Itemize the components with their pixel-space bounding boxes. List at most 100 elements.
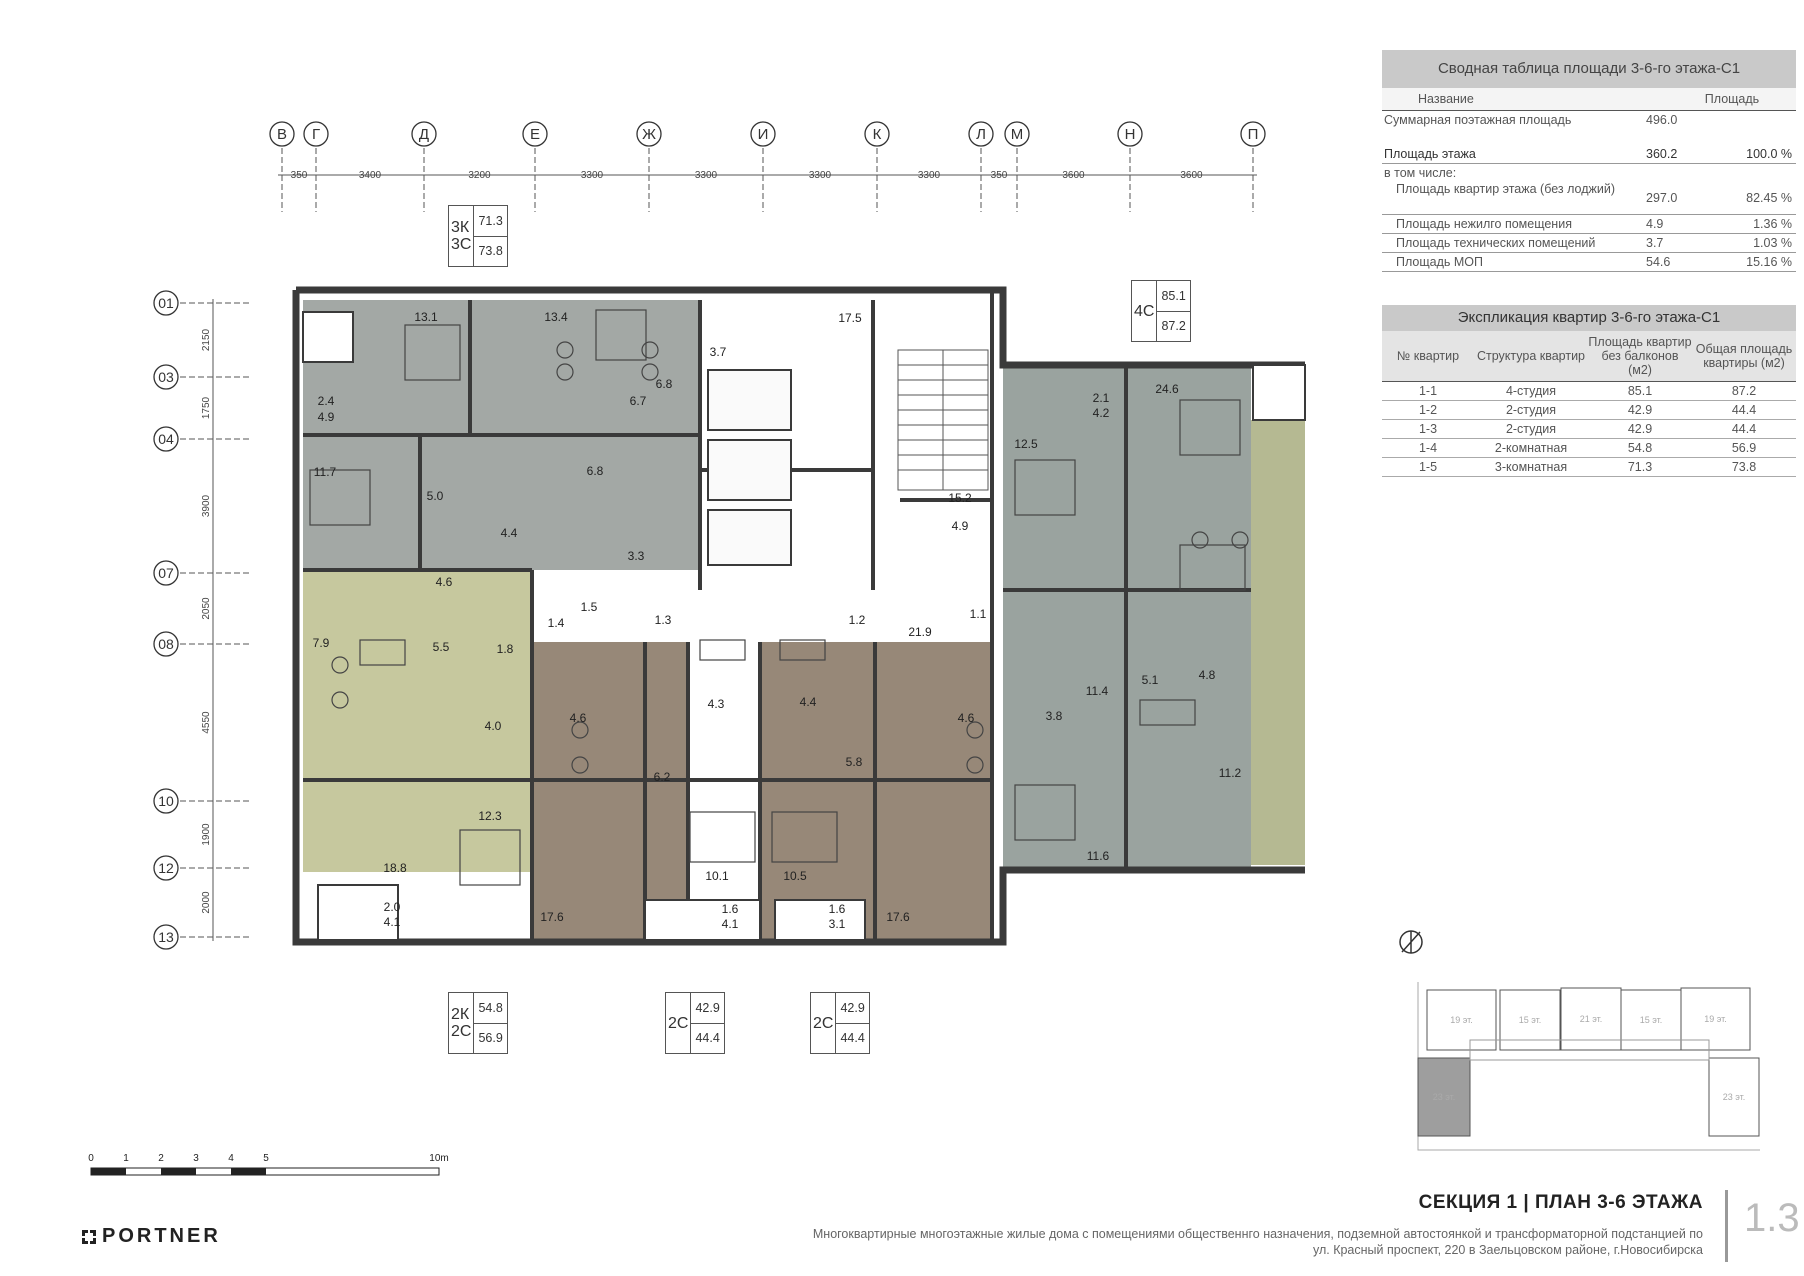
dimension-label-top: 3600 bbox=[1062, 170, 1085, 181]
apartment-total: 56.9 bbox=[478, 1031, 503, 1046]
apartment-2c-left-fill bbox=[533, 642, 688, 942]
summary-row-name: Площадь квартир этажа (без лоджий) bbox=[1396, 182, 1616, 196]
room-area-label: 17.6 bbox=[540, 910, 564, 924]
room-area-label: 17.6 bbox=[886, 910, 910, 924]
room-area-label: 1.5 bbox=[581, 600, 598, 614]
apartment-2k-fill bbox=[303, 570, 533, 872]
axis-label-top: И bbox=[758, 126, 769, 143]
room-area-label: 13.1 bbox=[414, 310, 438, 324]
room-area-label: 4.4 bbox=[501, 526, 518, 540]
summary-row-pct: 1.36 % bbox=[1753, 217, 1792, 231]
room-area-label: 4.3 bbox=[708, 697, 725, 711]
room-area-label: 1.1 bbox=[970, 607, 987, 621]
room-area-label: 1.8 bbox=[497, 642, 514, 656]
explication-cell-total: 44.4 bbox=[1731, 403, 1757, 417]
apartment-area: 71.3 bbox=[474, 206, 507, 237]
explication-cell-structure: 2-студия bbox=[1505, 422, 1557, 436]
summary-row-area: 4.9 bbox=[1646, 217, 1664, 231]
project-description-line-1: Многоквартирные многоэтажные жилые дома … bbox=[812, 1227, 1703, 1241]
summary-row: Площадь нежилго помещения 4.9 1.36 % bbox=[1382, 215, 1796, 234]
axis-label-top: П bbox=[1248, 126, 1259, 143]
sheet-title: СЕКЦИЯ 1 | ПЛАН 3-6 ЭТАЖА bbox=[1418, 1192, 1703, 1213]
scale-tick-label: 1 bbox=[123, 1153, 129, 1164]
summary-row-name: Суммарная поэтажная площадь bbox=[1384, 113, 1572, 127]
summary-row: Площадь технических помещений 3.7 1.03 % bbox=[1382, 234, 1796, 253]
key-plan-label: 19 эт. bbox=[1704, 1014, 1727, 1024]
summary-row-pct: 82.45 % bbox=[1746, 191, 1792, 205]
apartment-area: 54.8 bbox=[474, 993, 507, 1024]
axis-label-top: Ж bbox=[642, 126, 656, 143]
room-area-label: 11.2 bbox=[1219, 766, 1242, 780]
summary-row-area: 54.6 bbox=[1646, 255, 1671, 269]
explication-cell-area: 85.1 bbox=[1627, 384, 1653, 398]
dimension-label-top: 3400 bbox=[359, 170, 382, 181]
room-area-label: 21.9 bbox=[908, 625, 932, 639]
key-plan-label: 23 эт. bbox=[1433, 1092, 1456, 1102]
room-area-label: 2.4 bbox=[318, 394, 335, 408]
room-area-label: 10.1 bbox=[705, 869, 729, 883]
summary-row: в том числе: bbox=[1382, 164, 1796, 182]
page-divider bbox=[1725, 1190, 1728, 1262]
room-area-label: 24.6 bbox=[1155, 382, 1179, 396]
explication-cell-total: 56.9 bbox=[1731, 441, 1757, 455]
room-area-label: 4.6 bbox=[570, 711, 587, 725]
dimension-label-left: 2150 bbox=[201, 328, 212, 351]
explication-cell-number: 1-5 bbox=[1418, 460, 1438, 474]
key-plan-label: 19 эт. bbox=[1450, 1015, 1473, 1025]
explication-col-total: Общая площадь квартиры (м2) bbox=[1695, 342, 1793, 370]
portner-logo: PORTNER bbox=[80, 1225, 221, 1248]
apartment-total: 87.2 bbox=[1161, 319, 1186, 334]
room-area-label: 4.8 bbox=[1199, 668, 1216, 682]
explication-cell-area: 42.9 bbox=[1627, 403, 1653, 417]
explication-cell-structure: 2-комнатная bbox=[1494, 441, 1568, 455]
room-area-label: 3.8 bbox=[1046, 709, 1063, 723]
room-area-label: 11.4 bbox=[1086, 684, 1109, 698]
dimension-label-top: 350 bbox=[991, 170, 1008, 181]
apartment-total: 73.8 bbox=[478, 244, 503, 259]
explication-cell-area: 71.3 bbox=[1627, 460, 1653, 474]
axis-label-left: 12 bbox=[158, 860, 174, 876]
summary-row-pct bbox=[1728, 111, 1796, 129]
room-area-label: 13.4 bbox=[544, 310, 568, 324]
summary-row-name: Площадь этажа bbox=[1384, 147, 1476, 161]
axis-label-top: Е bbox=[530, 126, 540, 143]
room-area-label: 4.1 bbox=[722, 917, 739, 931]
room-area-label: 4.6 bbox=[436, 575, 453, 589]
key-plan-label: 21 эт. bbox=[1580, 1014, 1603, 1024]
key-plan-label: 15 эт. bbox=[1519, 1015, 1542, 1025]
axis-label-left: 01 bbox=[158, 295, 174, 311]
summary-row: Площадь МОП 54.6 15.16 % bbox=[1382, 253, 1796, 272]
explication-cell-total: 73.8 bbox=[1731, 460, 1757, 474]
summary-row: Суммарная поэтажная площадь 496.0 bbox=[1382, 111, 1796, 129]
explication-col-area: Площадь квартир без балконов (м2) bbox=[1588, 335, 1692, 377]
explication-cell-area: 42.9 bbox=[1627, 422, 1653, 436]
summary-row-area: 297.0 bbox=[1646, 191, 1678, 205]
apartment-area: 85.1 bbox=[1157, 281, 1190, 312]
key-plan-block bbox=[1426, 989, 1497, 1051]
summary-row: Площадь этажа 360.2 100.0 % bbox=[1382, 145, 1796, 164]
summary-row: Площадь квартир этажа (без лоджий) 297.0… bbox=[1382, 182, 1796, 215]
room-area-label: 5.1 bbox=[1142, 673, 1159, 687]
summary-row-pct: 100.0 % bbox=[1746, 147, 1792, 161]
summary-row-pct bbox=[1728, 164, 1796, 182]
dimension-label-left: 2000 bbox=[201, 891, 212, 914]
axis-label-left: 07 bbox=[158, 565, 174, 581]
logo-text: PORTNER bbox=[102, 1225, 221, 1247]
axis-label-left: 03 bbox=[158, 369, 174, 385]
room-area-label: 4.0 bbox=[485, 719, 502, 733]
apartment-area: 42.9 bbox=[691, 993, 724, 1024]
apartment-total: 44.4 bbox=[695, 1031, 720, 1046]
axis-label-top: Л bbox=[976, 126, 986, 143]
axis-label-top: Д bbox=[419, 126, 429, 143]
room-area-label: 4.4 bbox=[800, 695, 817, 709]
room-area-label: 4.9 bbox=[318, 410, 335, 424]
key-plan-block bbox=[1417, 1057, 1471, 1137]
dimension-label-top: 3600 bbox=[1180, 170, 1203, 181]
